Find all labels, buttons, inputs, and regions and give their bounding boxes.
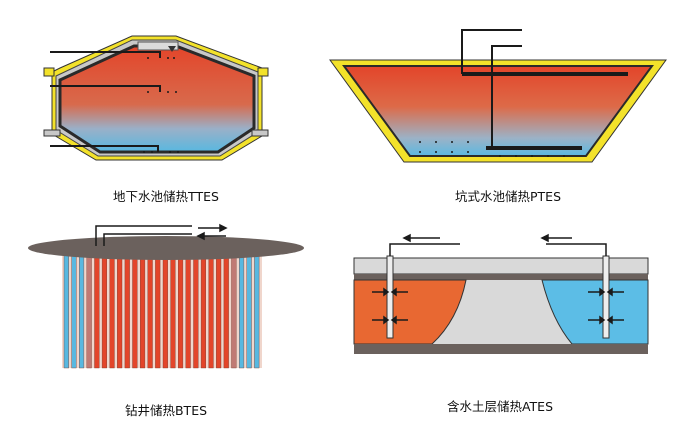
btes-borehole-field [28,223,304,369]
btes-borehole-tube [71,251,77,369]
btes-borehole-tube [78,251,85,369]
btes-tubes [63,251,260,369]
btes-borehole-tube [162,251,168,369]
btes-borehole-tube [117,251,123,369]
ates-bottom-layer [354,344,648,354]
ttes-diffuser-cone [168,46,176,52]
ttes-pipes [50,51,161,152]
ates-aquifer [353,233,649,354]
ptes-diffuser-dots [419,141,565,157]
btes-pipes [95,225,192,246]
ttes-base-right [251,129,269,137]
caption-btes: 钻井储热BTES [124,403,208,418]
ttes-lid [137,41,179,51]
btes-borehole-tube [185,251,191,369]
btes-borehole-tube [132,251,138,369]
btes-borehole-tube [86,251,92,369]
ates-well-arrows [372,287,624,325]
btes-borehole-tube [94,251,100,369]
ttes-ground-left [43,67,55,77]
ates-surface-arrows [389,233,607,256]
btes-borehole-tube [63,251,69,369]
btes-borehole-tube [124,251,130,369]
btes-borehole-tube [216,251,222,369]
btes-borehole-tube [254,251,260,369]
btes-borehole-tube [200,251,207,369]
btes-borehole-tube [223,251,229,369]
caption-ates: 含水土层储热ATES [446,399,554,414]
btes-borehole-tube [238,251,245,369]
btes-borehole-tube [147,251,153,369]
ttes-base-left [43,129,61,137]
btes-borehole-tube [101,251,107,369]
btes-borehole-tube [109,251,115,369]
ates-cap-layer [354,274,648,280]
btes-borehole-tube [139,251,146,369]
btes-borehole-tube [193,251,199,369]
ptes-water [342,65,654,157]
btes-borehole-tube [231,251,237,369]
btes-borehole-tube [246,251,252,369]
btes-borehole-tube [170,251,176,369]
btes-borehole-tube [155,251,161,369]
ttes-tank [43,35,269,161]
ttes-ground-right [257,67,269,77]
btes-borehole-tube [177,251,184,369]
ttes-diffuser-dots [143,57,179,153]
ptes-pipes [461,29,628,150]
caption-ptes: 坑式水池储热PTES [454,189,562,204]
btes-ground-disk [28,236,304,260]
ptes-pit [329,29,667,163]
btes-flow-arrows [196,223,228,241]
ates-hot-plume [353,279,467,345]
btes-borehole-tube [208,251,214,369]
caption-ttes: 地下水池储热TTES [113,189,219,204]
